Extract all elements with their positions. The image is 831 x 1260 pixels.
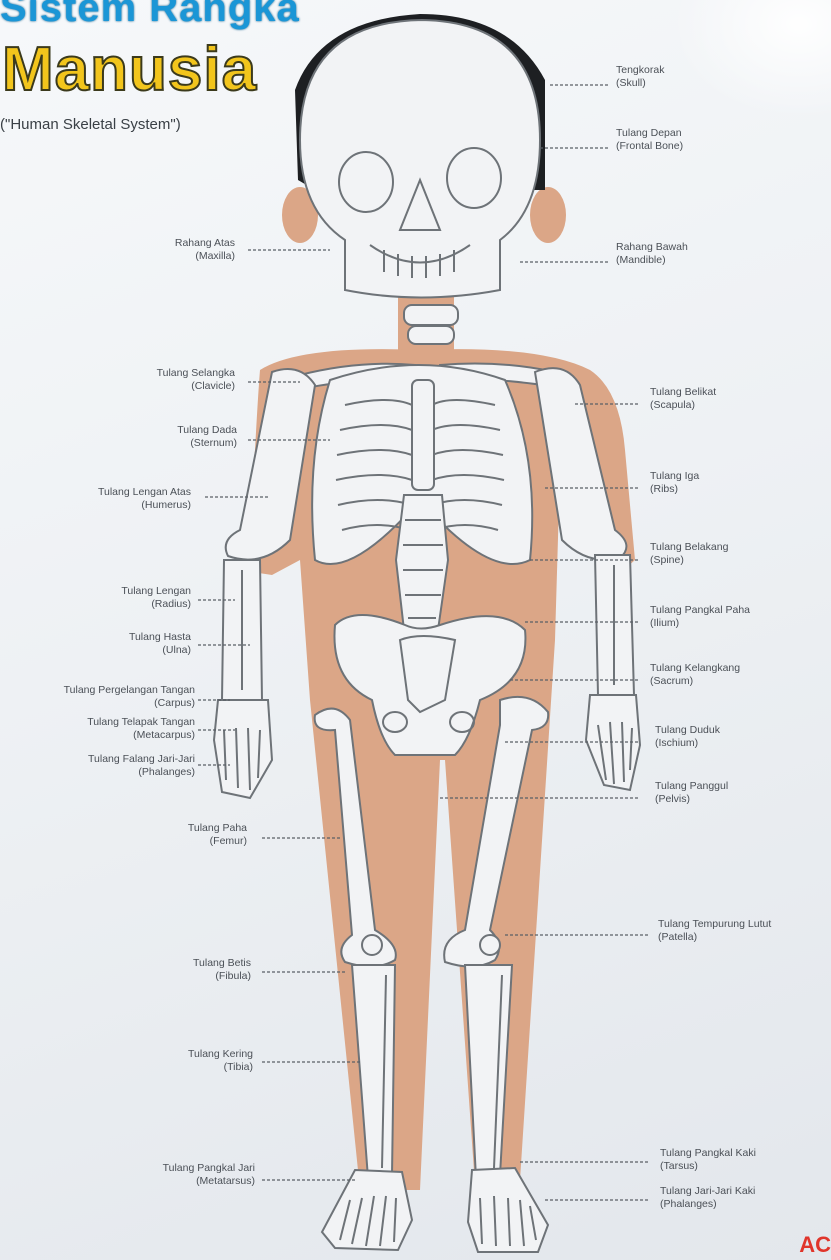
bones <box>214 20 640 1252</box>
label-spine: Tulang Belakang(Spine) <box>650 541 728 567</box>
patella-left <box>362 935 382 955</box>
label-ilium: Tulang Pangkal Paha(Ilium) <box>650 604 750 630</box>
sternum <box>412 380 434 490</box>
label-sacrum: Tulang Kelangkang(Sacrum) <box>650 662 740 688</box>
label-tarsus: Tulang Pangkal Kaki(Tarsus) <box>660 1147 756 1173</box>
label-ulna: Tulang Hasta(Ulna) <box>129 631 191 657</box>
label-carpus: Tulang Pergelangan Tangan(Carpus) <box>64 684 195 710</box>
label-mandible: Rahang Bawah(Mandible) <box>616 241 688 267</box>
hand-left <box>214 700 272 798</box>
label-phalanges-foot: Tulang Jari-Jari Kaki(Phalanges) <box>660 1185 755 1211</box>
label-scapula: Tulang Belikat(Scapula) <box>650 386 716 412</box>
label-patella: Tulang Tempurung Lutut(Patella) <box>658 918 771 944</box>
brand-logo: AC <box>799 1232 831 1258</box>
label-ribs: Tulang Iga(Ribs) <box>650 470 699 496</box>
label-skull: Tengkorak(Skull) <box>616 64 664 90</box>
label-sternum: Tulang Dada(Sternum) <box>177 424 237 450</box>
label-phalanges-hand: Tulang Falang Jari-Jari(Phalanges) <box>88 753 195 779</box>
label-metacarpus: Tulang Telapak Tangan(Metacarpus) <box>87 716 195 742</box>
label-femur: Tulang Paha(Femur) <box>188 822 247 848</box>
label-clavicle: Tulang Selangka(Clavicle) <box>157 367 235 393</box>
label-tibia: Tulang Kering(Tibia) <box>188 1048 253 1074</box>
label-ischium: Tulang Duduk(Ischium) <box>655 724 720 750</box>
patella-right <box>480 935 500 955</box>
label-metatarsus: Tulang Pangkal Jari(Metatarsus) <box>163 1162 255 1188</box>
skull <box>300 20 540 298</box>
label-frontal-bone: Tulang Depan(Frontal Bone) <box>616 127 683 153</box>
label-humerus: Tulang Lengan Atas(Humerus) <box>98 486 191 512</box>
label-maxilla: Rahang Atas(Maxilla) <box>175 237 235 263</box>
label-pelvis: Tulang Panggul(Pelvis) <box>655 780 728 806</box>
label-fibula: Tulang Betis(Fibula) <box>193 957 251 983</box>
label-radius: Tulang Lengan(Radius) <box>121 585 191 611</box>
